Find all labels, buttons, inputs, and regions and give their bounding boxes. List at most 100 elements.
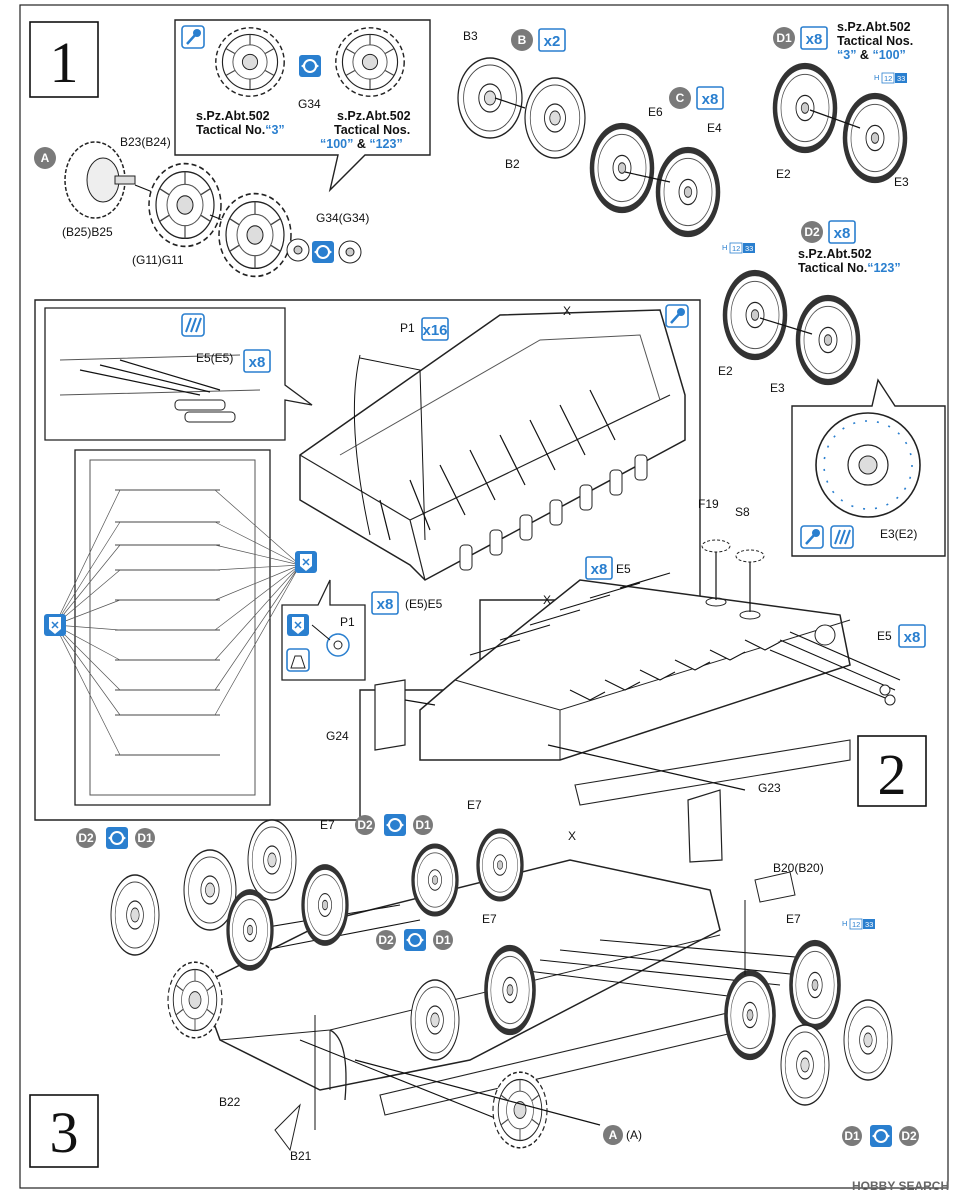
part-label-b22: B22 <box>219 1095 241 1109</box>
idler-b3 <box>457 57 523 139</box>
part-label-e5-top: E5 <box>616 562 631 576</box>
wheel-e4 <box>658 150 718 234</box>
part-label-x: X <box>563 304 571 318</box>
road-wheel-tyre <box>478 831 522 899</box>
road-wheel <box>410 979 460 1061</box>
svg-text:D2: D2 <box>357 818 373 832</box>
svg-text:H: H <box>722 243 727 252</box>
road-wheel-tyre <box>228 892 272 968</box>
step-2-number: 2 <box>878 742 907 807</box>
part-label-g34: G34(G34) <box>316 211 369 225</box>
part-label-g23: G23 <box>758 781 781 795</box>
qty-badge <box>800 26 828 50</box>
hatch-f19 <box>701 539 731 553</box>
d1-caption-line1: s.Pz.Abt.502 <box>837 20 911 34</box>
part-label-e2: E2 <box>718 364 733 378</box>
sprocket-ref: A (A) <box>603 1125 642 1145</box>
qty-badge <box>696 86 724 110</box>
part-label-e5-right: E5 <box>877 629 892 643</box>
rotate-icon <box>311 240 335 264</box>
part-label-e2: E2 <box>776 167 791 181</box>
part-label-e7: E7 <box>786 912 801 926</box>
qty-badge <box>828 220 856 244</box>
svg-text:A: A <box>609 1128 618 1142</box>
part-g24 <box>374 679 406 751</box>
svg-text:12: 12 <box>852 920 860 929</box>
sprocket-g11 <box>218 192 292 278</box>
svg-text:x2: x2 <box>544 33 561 50</box>
qty-badge <box>585 556 613 580</box>
step-1-box: 1 <box>29 21 99 98</box>
road-wheel-tyre <box>413 846 457 914</box>
part-label-g11: (G11)G11 <box>132 253 184 267</box>
part-label-e4: E4 <box>707 121 722 135</box>
svg-text:(A): (A) <box>626 1128 642 1142</box>
svg-text:D1: D1 <box>844 1129 860 1143</box>
svg-text:D2: D2 <box>78 831 94 845</box>
hatch-s8 <box>735 549 765 563</box>
sub-assembly-d1: D1 x8 s.Pz.Abt.502 Tactical Nos. “3” & “… <box>773 20 913 189</box>
callout-sprockets: G34 s.Pz.Abt.502 Tactical No.“3” s.Pz.Ab… <box>174 19 431 193</box>
marker-group-tl: D2 D1 <box>76 826 155 850</box>
part-label-f19: F19 <box>698 497 719 511</box>
svg-text:x8: x8 <box>834 225 851 242</box>
marker-group-br: D1 D2 <box>842 1124 919 1148</box>
svg-text:33: 33 <box>745 244 753 253</box>
svg-text:H: H <box>842 919 847 928</box>
marker-d2 <box>801 221 823 243</box>
part-label-e6: E6 <box>648 105 663 119</box>
svg-text:D1: D1 <box>415 818 431 832</box>
step-3-number: 3 <box>50 1100 79 1165</box>
remove-icon <box>286 613 310 637</box>
svg-text:D2: D2 <box>378 933 394 947</box>
paint-icon <box>181 313 205 337</box>
color-code-badge: H 12 33 <box>874 72 907 84</box>
svg-text:C: C <box>676 91 685 105</box>
cap-g34-a <box>286 238 310 262</box>
part-b20 <box>754 871 796 903</box>
part-label-b2: B2 <box>505 157 520 171</box>
part-label-x-step3: X <box>568 829 576 843</box>
drill-icon <box>286 648 310 672</box>
svg-text:x8: x8 <box>904 629 921 646</box>
drive-sprocket <box>492 1071 548 1149</box>
cement-icon <box>180 24 206 50</box>
part-label-p1-legend: P1 <box>340 615 355 629</box>
svg-text:x8: x8 <box>377 596 394 613</box>
step-2-box: 2 <box>857 735 927 807</box>
sub-assembly-b: B x2 B3 B2 <box>457 28 586 171</box>
cement-icon <box>799 524 825 550</box>
idler-b2 <box>524 77 586 159</box>
road-wheel <box>780 1024 830 1106</box>
svg-text:x8: x8 <box>806 31 823 48</box>
marker-d1 <box>773 27 795 49</box>
qty-badge <box>898 624 926 648</box>
step3-assembly: D2 D1 D2 D1 D2 D1 D1 D2 H 12 33 E7 E7 X <box>76 798 919 1163</box>
part-label-g34-callout: G34 <box>298 97 321 111</box>
wheel-e2 <box>725 273 785 357</box>
svg-text:D1: D1 <box>137 831 153 845</box>
remove-icon <box>294 550 318 574</box>
sprocket-variant-100 <box>335 27 405 97</box>
svg-text:B: B <box>518 33 527 47</box>
svg-text:D1: D1 <box>435 933 451 947</box>
hub-b23 <box>64 141 136 219</box>
svg-text:H: H <box>874 73 879 82</box>
part-label-e3: E3 <box>770 381 785 395</box>
part-label-e5: E5(E5) <box>196 351 233 365</box>
marker-c <box>669 87 691 109</box>
part-b21 <box>274 1103 301 1152</box>
svg-text:12: 12 <box>884 74 892 83</box>
color-code-badge: H 12 33 <box>842 918 875 930</box>
step2-assembly: F19 S8 x8 E5 X E5 x8 G24 G23 <box>326 497 926 863</box>
step-3-box: 3 <box>29 1094 99 1168</box>
caption-left-line2: Tactical No.“3” <box>196 123 285 137</box>
part-label-e3-e2: E3(E2) <box>880 527 917 541</box>
svg-text:12: 12 <box>732 244 740 253</box>
caption-left-line1: s.Pz.Abt.502 <box>196 109 270 123</box>
svg-text:D2: D2 <box>901 1129 917 1143</box>
svg-text:x8: x8 <box>702 91 719 108</box>
svg-text:D1: D1 <box>776 31 792 45</box>
